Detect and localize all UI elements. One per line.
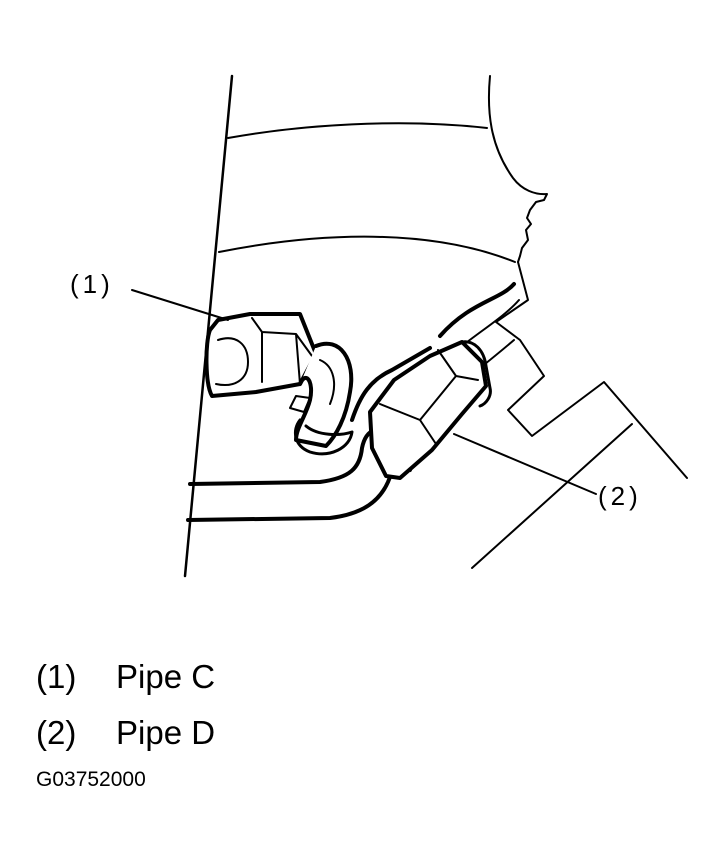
- housing-left-edge: [183, 74, 234, 578]
- legend-item-pipe-d: (2) Pipe D: [36, 704, 215, 760]
- pipe-d-hose-curve: [350, 346, 432, 422]
- legend-number: (1): [36, 657, 77, 695]
- pipe-c-fitting-inner: [215, 337, 249, 386]
- pipe-d-nut-collar: [460, 340, 492, 408]
- legend-label: Pipe C: [116, 657, 216, 695]
- leader-line-1: [131, 289, 229, 321]
- pipe-c-elbow-inner: [289, 359, 336, 413]
- leader-line-2: [453, 433, 597, 495]
- housing-band-lower: [218, 235, 516, 263]
- legend-number: (2): [36, 713, 77, 751]
- legend-item-pipe-c: (1) Pipe C: [36, 648, 215, 704]
- bracket-outline: [495, 261, 688, 479]
- pipe-c-hex-face: [251, 317, 313, 385]
- pipe-d-main-lower: [186, 466, 412, 522]
- figure-code: G03752000: [36, 768, 146, 791]
- pipe-c-elbow: [294, 341, 354, 448]
- callout-2: (2): [598, 481, 642, 511]
- pipe-c-elbow-end: [293, 418, 354, 456]
- legend-label: Pipe D: [116, 713, 216, 751]
- legend: (1) Pipe C (2) Pipe D: [36, 648, 215, 760]
- housing-band-upper: [227, 122, 488, 139]
- bracket-lower-edge: [471, 423, 633, 569]
- housing-right-contour: [487, 75, 548, 263]
- pipe-diagram: [131, 74, 688, 578]
- callout-1: (1): [70, 269, 114, 299]
- pipe-d-main-upper: [188, 426, 400, 486]
- pipe-d-nut-faces: [379, 349, 479, 445]
- upper-hose-line-a: [438, 282, 516, 338]
- upper-hose-line-b: [461, 299, 520, 347]
